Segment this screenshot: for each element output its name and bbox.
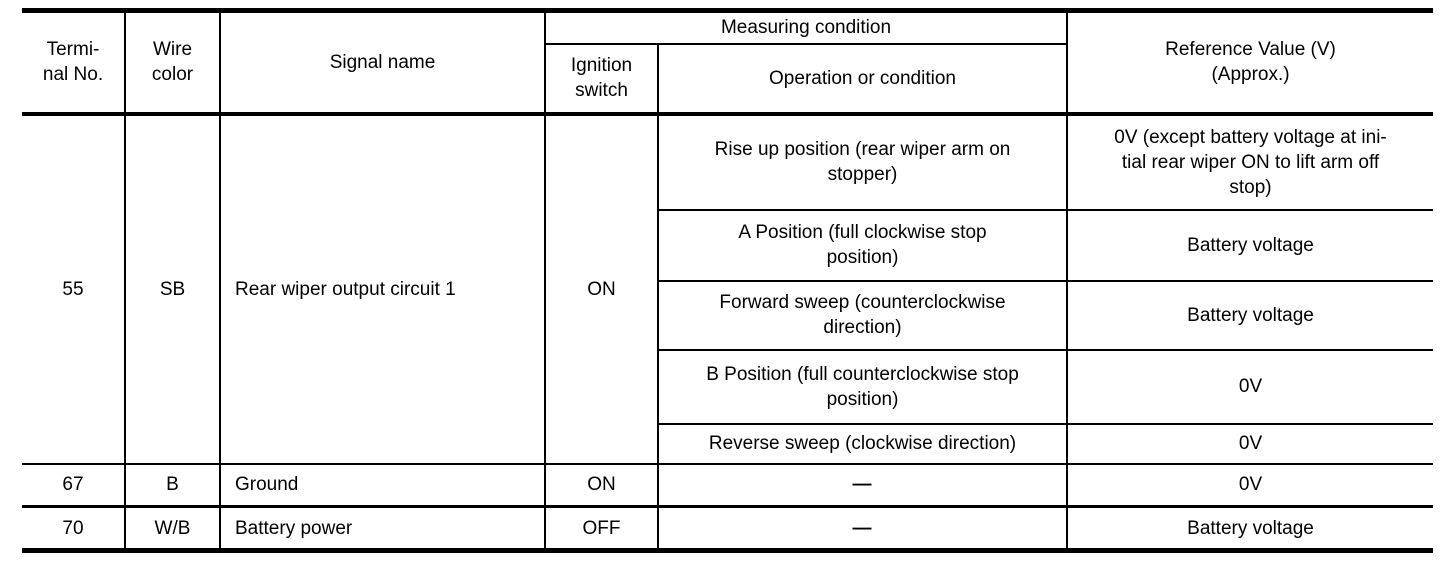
reference-value-cell: 0V [1066, 348, 1434, 424]
table-body: 55 SB Rear wiper output circuit 1 ON Ris… [22, 113, 1434, 551]
reference-value-cell: 0V [1066, 462, 1434, 507]
col-header-wire-color: Wire color [124, 10, 220, 114]
reference-value-cell: Battery voltage [1066, 208, 1434, 281]
signal-name-cell: Rear wiper output circuit 1 [219, 113, 545, 464]
header-row-top: Termi- nal No. Wire color Signal name Me… [22, 10, 1434, 114]
operation-cell: — [656, 505, 1068, 551]
table-row-55-b-position: B Position (full counterclockwise stop p… [22, 348, 1434, 424]
col-header-measuring-condition: Measuring condition [543, 10, 1068, 44]
operation-cell: Forward sweep (counterclockwise directio… [656, 279, 1068, 350]
table-row-55-forward-sweep: Forward sweep (counterclockwise directio… [22, 279, 1434, 350]
ignition-switch-cell: ON [544, 113, 658, 464]
wire-color-cell: W/B [124, 505, 220, 551]
ignition-switch-cell: ON [544, 462, 658, 507]
reference-value-cell: 0V [1066, 422, 1434, 464]
operation-cell: A Position (full clockwise stop position… [656, 208, 1068, 281]
operation-cell: Rise up position (rear wiper arm on stop… [656, 113, 1068, 210]
operation-cell: B Position (full counterclockwise stop p… [656, 348, 1068, 424]
ignition-switch-cell: OFF [544, 505, 658, 551]
table-row-55-reverse-sweep: Reverse sweep (clockwise direction) 0V [22, 422, 1434, 464]
terminal-reference-table: Termi- nal No. Wire color Signal name Me… [22, 8, 1434, 553]
terminal-no-cell: 70 [22, 505, 125, 551]
terminal-no-cell: 67 [22, 462, 125, 507]
col-header-reference-value: Reference Value (V) (Approx.) [1066, 10, 1434, 114]
reference-value-cell: Battery voltage [1066, 279, 1434, 350]
header-row-sub: Ignition switch Operation or condition [22, 42, 1433, 114]
reference-value-cell: 0V (except battery voltage at ini- tial … [1066, 113, 1434, 210]
reference-value-cell: Battery voltage [1066, 505, 1434, 551]
table-row-70: 70 W/B Battery power OFF — Battery volta… [22, 505, 1434, 551]
signal-name-cell: Ground [219, 462, 545, 507]
table-row-67: 67 B Ground ON — 0V [22, 462, 1434, 507]
col-header-terminal-no: Termi- nal No. [42, 39, 104, 86]
table-row-55-rise-up: 55 SB Rear wiper output circuit 1 ON Ris… [22, 113, 1434, 464]
signal-name-cell: Battery power [219, 505, 545, 551]
operation-cell: — [656, 462, 1068, 507]
col-header-ignition-switch: Ignition switch [544, 42, 658, 114]
table-row-55-a-position: A Position (full clockwise stop position… [22, 208, 1434, 281]
col-header-signal-name: Signal name [219, 10, 545, 114]
table-header: Termi- nal No. Wire color Signal name Me… [22, 10, 1434, 114]
wire-color-cell: SB [124, 113, 220, 464]
wire-color-cell: B [124, 462, 220, 507]
col-header-operation-or-condition: Operation or condition [656, 42, 1068, 114]
terminal-no-cell: 55 [62, 278, 84, 300]
operation-cell: Reverse sweep (clockwise direction) [656, 422, 1068, 464]
